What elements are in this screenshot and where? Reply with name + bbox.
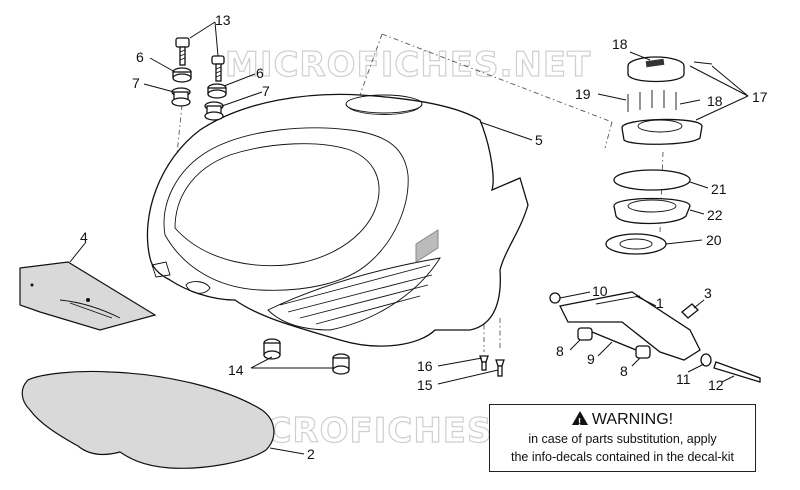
- callout-10: 10: [592, 283, 608, 299]
- watermark-top: MICROFICHES.NET: [225, 45, 591, 85]
- rubber-pad-14: [263, 338, 350, 375]
- grommet-7: [171, 87, 224, 121]
- callout-3: 3: [704, 285, 712, 301]
- callout-13: 13: [215, 12, 231, 28]
- callout-labels: 13 6 6 7 7 5 4 2 14 16 15 18 19 18 17 21…: [80, 12, 768, 462]
- callout-18: 18: [707, 93, 723, 109]
- callout-14: 14: [228, 362, 244, 378]
- gasket-20: [605, 233, 667, 255]
- callout-11: 11: [676, 371, 691, 387]
- warning-icon: [571, 411, 588, 433]
- warning-line-1: in case of parts substitution, apply: [528, 432, 717, 446]
- fuel-tank: [146, 93, 529, 347]
- callout-7: 7: [132, 75, 140, 91]
- callout-17: 17: [752, 89, 768, 105]
- warning-title: WARNING!: [490, 410, 755, 433]
- callout-7: 7: [262, 83, 270, 99]
- callout-6: 6: [256, 65, 264, 81]
- filler-cap-assembly: [621, 56, 713, 145]
- callout-8: 8: [556, 343, 564, 359]
- callout-16: 16: [417, 358, 433, 374]
- warning-box: WARNING! in case of parts substitution, …: [489, 404, 756, 472]
- flange-22: [613, 197, 691, 225]
- callout-1: 1: [656, 295, 664, 311]
- washer-6: [172, 67, 227, 99]
- leader-lines: [69, 21, 749, 455]
- callout-22: 22: [707, 207, 723, 223]
- mat-2: [21, 370, 275, 469]
- callout-2: 2: [307, 446, 315, 462]
- warning-line-2: the info-decals contained in the decal-k…: [510, 450, 735, 464]
- callout-12: 12: [708, 377, 724, 393]
- callout-5: 5: [535, 132, 543, 148]
- callout-8: 8: [620, 363, 628, 379]
- callout-19: 19: [575, 86, 591, 102]
- callout-18: 18: [612, 36, 628, 52]
- callout-21: 21: [711, 181, 727, 197]
- callout-9: 9: [587, 351, 595, 367]
- bracket-assembly: [549, 291, 761, 383]
- callout-6: 6: [136, 49, 144, 65]
- pad-4: [19, 261, 157, 331]
- callout-4: 4: [80, 229, 88, 245]
- warning-title-text: WARNING!: [591, 411, 674, 428]
- o-ring-21: [613, 169, 691, 191]
- callout-15: 15: [417, 377, 433, 393]
- screw-15-16: [479, 355, 505, 377]
- callout-20: 20: [706, 232, 722, 248]
